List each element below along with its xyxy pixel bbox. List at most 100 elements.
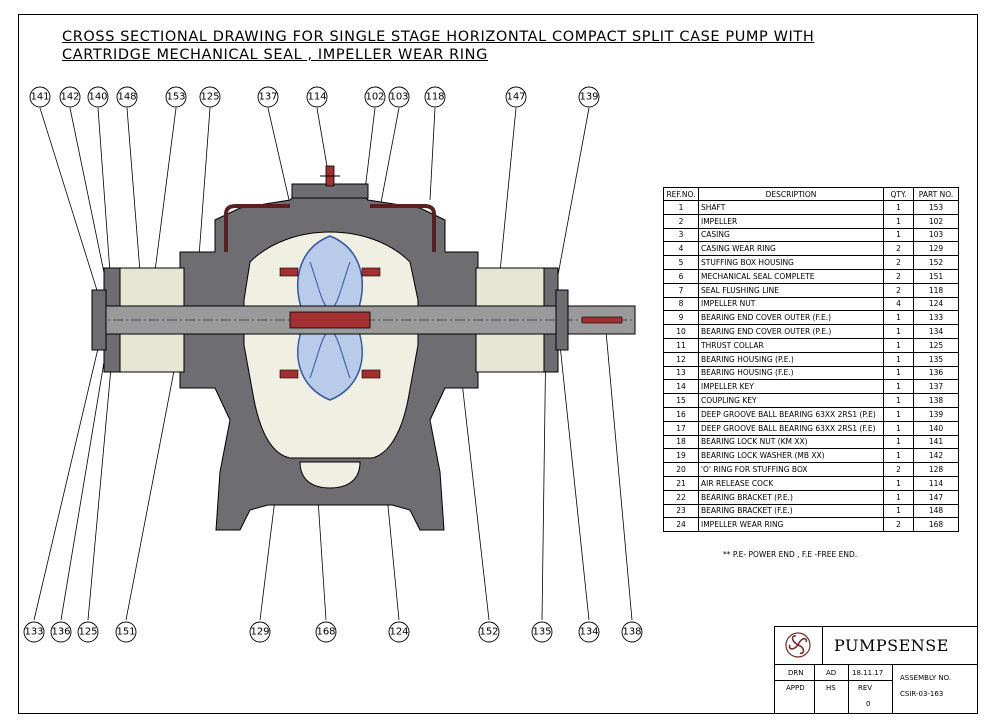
balloon-label: 133 <box>24 627 43 638</box>
balloon-label: 168 <box>316 627 335 638</box>
cell-part-no: 138 <box>913 393 959 408</box>
cell-part-no: 134 <box>913 324 959 339</box>
cell-description: IMPELLER NUT <box>698 296 884 312</box>
balloon-label: 137 <box>258 92 277 103</box>
cell-ref-no: 17 <box>663 420 699 436</box>
balloon-label: 125 <box>200 92 219 103</box>
cell-ref-no: 19 <box>663 448 699 464</box>
cell-qty: 1 <box>883 406 914 422</box>
cell-ref-no: 12 <box>663 351 699 367</box>
cell-ref-no: 5 <box>663 255 699 270</box>
header-qty: QTY. <box>883 187 914 201</box>
balloon-circle <box>315 621 337 643</box>
abbreviation-note: ** P.E- POWER END , F.E -FREE END. <box>723 550 858 559</box>
balloon-circle <box>29 86 51 108</box>
cell-ref-no: 7 <box>663 282 699 298</box>
balloon-label: 114 <box>307 92 326 103</box>
cell-qty: 1 <box>883 448 914 464</box>
seal-flushing-line <box>224 204 436 252</box>
balloon-label: 153 <box>166 92 185 103</box>
cell-part-no: 133 <box>913 310 959 326</box>
appd-by: HS <box>826 684 836 692</box>
cell-qty: 2 <box>883 462 914 477</box>
cell-qty: 2 <box>883 282 914 298</box>
drn-label: DRN <box>788 669 804 677</box>
shaft <box>94 305 636 335</box>
balloon-circle <box>621 621 643 643</box>
balloon-circle <box>424 86 446 108</box>
cell-part-no: 147 <box>913 489 959 505</box>
cell-description: IMPELLER WEAR RING <box>698 517 884 533</box>
wear-rings <box>279 267 381 379</box>
balloon-circle <box>199 86 221 108</box>
drawing-frame <box>18 14 978 714</box>
balloon-circle <box>50 621 72 643</box>
balloon-label: 124 <box>389 627 408 638</box>
cell-ref-no: 20 <box>663 462 699 477</box>
cell-ref-no: 8 <box>663 296 699 312</box>
cell-qty: 1 <box>883 365 914 381</box>
tb-divider <box>774 680 892 681</box>
cell-ref-no: 23 <box>663 503 699 519</box>
cell-description: SHAFT <box>698 200 884 215</box>
cell-ref-no: 21 <box>663 475 699 491</box>
header-ref-no: REF.NO. <box>663 187 699 201</box>
cell-description: IMPELLER <box>698 213 884 229</box>
balloon-circle <box>116 86 138 108</box>
cell-qty: 1 <box>883 434 914 450</box>
cell-ref-no: 14 <box>663 379 699 395</box>
cell-ref-no: 10 <box>663 324 699 339</box>
cell-description: IMPELLER KEY <box>698 379 884 395</box>
balloon-circle <box>87 86 109 108</box>
cell-ref-no: 1 <box>663 200 699 215</box>
cell-description: BEARING BRACKET (F.E.) <box>698 503 884 519</box>
tb-divider <box>774 664 978 665</box>
cell-ref-no: 18 <box>663 434 699 450</box>
balloon-label: 135 <box>532 627 551 638</box>
balloon-label: 103 <box>389 92 408 103</box>
cell-qty: 2 <box>883 255 914 270</box>
title-line-1: CROSS SECTIONAL DRAWING FOR SINGLE STAGE… <box>62 29 815 45</box>
cell-part-no: 148 <box>913 503 959 519</box>
balloon-circle <box>578 621 600 643</box>
balloon-label: 129 <box>250 627 269 638</box>
header-part-no: PART NO. <box>913 187 959 201</box>
assembly-label: ASSEMBLY NO. <box>900 674 952 682</box>
balloon-label: 134 <box>579 627 598 638</box>
balloon-label: 102 <box>365 92 384 103</box>
cell-part-no: 114 <box>913 475 959 491</box>
cell-qty: 1 <box>883 393 914 408</box>
balloon-label: 142 <box>60 92 79 103</box>
assembly-number: CSIR-03-163 <box>900 690 944 698</box>
balloon-circle <box>23 621 45 643</box>
cell-description: COUPLING KEY <box>698 393 884 408</box>
cell-description: BEARING HOUSING (P.E.) <box>698 351 884 367</box>
cell-ref-no: 24 <box>663 517 699 533</box>
balloon-circle <box>388 86 410 108</box>
cell-description: BEARING HOUSING (F.E.) <box>698 365 884 381</box>
cell-part-no: 137 <box>913 379 959 395</box>
cell-part-no: 141 <box>913 434 959 450</box>
drawing-date: 18.11.17 <box>852 669 884 677</box>
balloon-label: 141 <box>30 92 49 103</box>
cell-part-no: 168 <box>913 517 959 533</box>
cell-ref-no: 6 <box>663 268 699 284</box>
balloon-label: 147 <box>506 92 525 103</box>
air-release-cock <box>320 165 340 187</box>
balloon-circle <box>77 621 99 643</box>
tb-divider <box>848 664 849 714</box>
